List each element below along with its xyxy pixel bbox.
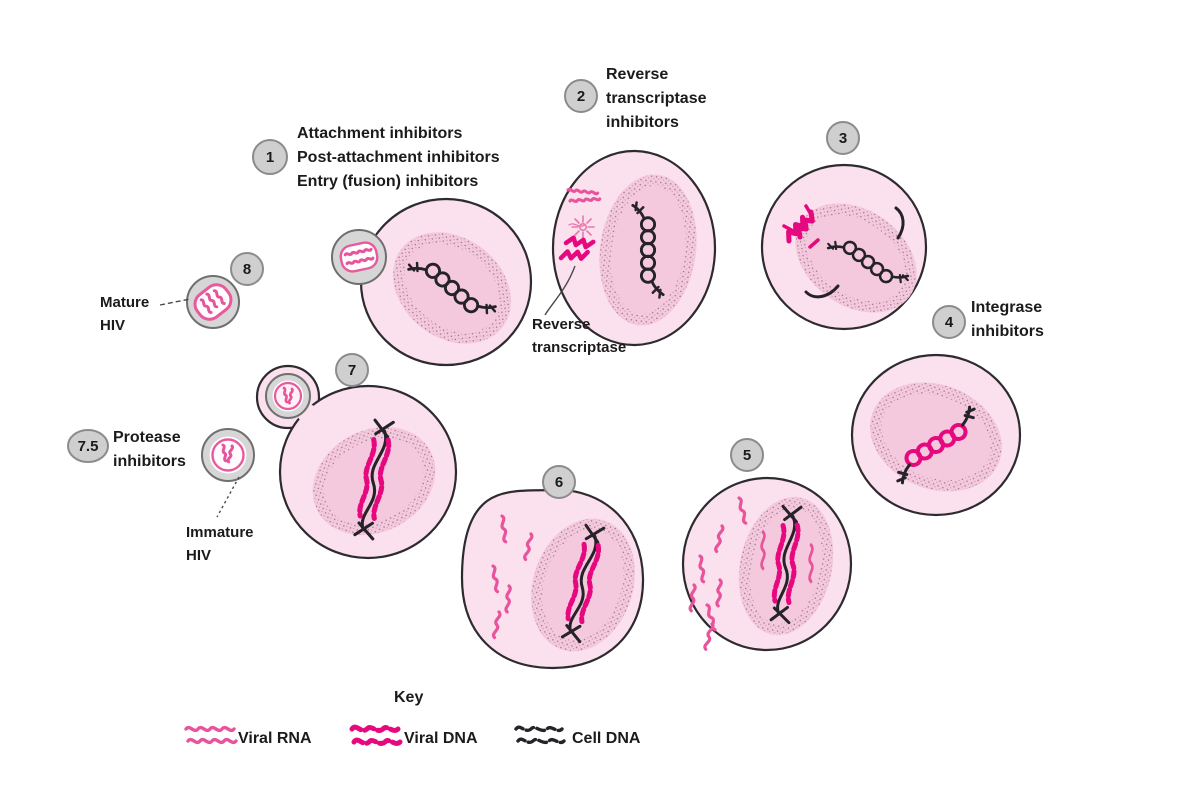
step-6-badge	[542, 465, 576, 499]
step-5-cell	[681, 476, 853, 652]
mature-hiv-leader-line	[159, 298, 191, 306]
step-8-badge	[230, 252, 264, 286]
immature-hiv-label-line-2: HIV	[186, 547, 211, 564]
attaching-virion	[331, 229, 387, 285]
step-7-5-label-line-2: inhibitors	[113, 453, 186, 470]
immature-hiv-label-line-1: Immature	[186, 524, 254, 541]
step-8-number: 8	[243, 261, 251, 278]
cell-dna-icon	[514, 725, 566, 745]
step-3-badge	[826, 121, 860, 155]
step-2-badge	[564, 79, 598, 113]
step-1-badge	[252, 139, 288, 175]
nucleus	[599, 174, 697, 326]
step-4-badge	[932, 305, 966, 339]
step-2-number: 2	[577, 88, 585, 105]
step-4-cell	[850, 353, 1022, 517]
step-2-cell	[544, 149, 717, 347]
step-2-label-line-1: Reverse	[606, 66, 668, 83]
step-4-label-line-2: inhibitors	[971, 323, 1044, 340]
step-1-label-line-3: Entry (fusion) inhibitors	[297, 173, 478, 190]
step-badges: 1 2 3 4 5 6 7 7.5 8	[67, 79, 966, 499]
step-7-5-badge	[67, 429, 109, 463]
legend-item-viral-dna: Viral DNA	[404, 730, 478, 747]
step-2-label-line-3: inhibitors	[606, 114, 679, 131]
budding-virion	[265, 373, 311, 419]
step-5-number: 5	[743, 447, 751, 464]
step-7-number: 7	[348, 362, 356, 379]
legend-title: Key	[394, 689, 423, 706]
legend: Key Viral RNA Viral DNA Cell DNA	[184, 689, 641, 747]
step-2-label-line-2: transcriptase	[606, 90, 707, 107]
viral-dna-icon	[352, 727, 400, 743]
step-7-5-label-line-1: Protease	[113, 429, 181, 446]
step-6-number: 6	[555, 474, 563, 491]
legend-item-viral-rna: Viral RNA	[238, 730, 312, 747]
reverse-transcriptase-label-line-2: transcriptase	[532, 339, 626, 356]
step-1-label-line-1: Attachment inhibitors	[297, 125, 462, 142]
step-4-label-line-1: Integrase	[971, 299, 1042, 316]
viral-rna-icon	[184, 725, 238, 745]
reverse-transcriptase-leader-line	[544, 265, 576, 316]
mature-hiv-label-line-2: HIV	[100, 317, 125, 334]
cell-dna-tail	[804, 284, 840, 299]
step-3-cell	[760, 163, 928, 331]
immature-hiv-leader-line	[216, 476, 240, 518]
legend-item-cell-dna: Cell DNA	[572, 730, 641, 747]
step-labels: Attachment inhibitors Post-attachment in…	[100, 66, 1044, 564]
step-1-label-line-2: Post-attachment inhibitors	[297, 149, 500, 166]
step-4-number: 4	[945, 314, 954, 331]
immature-hiv-virion	[201, 428, 255, 482]
step-5-badge	[730, 438, 764, 472]
step-3-number: 3	[839, 130, 847, 147]
step-7-badge	[335, 353, 369, 387]
viral-dna-entering-icon	[784, 204, 820, 249]
step-1-number: 1	[266, 149, 274, 166]
cell-dna-tail	[894, 206, 905, 240]
step-7-cell	[255, 364, 458, 560]
step-7-5-number: 7.5	[78, 438, 99, 455]
reverse-transcriptase-label-line-1: Reverse	[532, 316, 590, 333]
mature-hiv-label-line-1: Mature	[100, 294, 149, 311]
integrated-viral-dna-icon	[896, 405, 976, 485]
step-6-cell	[460, 488, 645, 670]
step-1-cell	[331, 197, 533, 367]
nucleus	[392, 232, 512, 344]
mature-hiv-virion	[186, 275, 240, 329]
